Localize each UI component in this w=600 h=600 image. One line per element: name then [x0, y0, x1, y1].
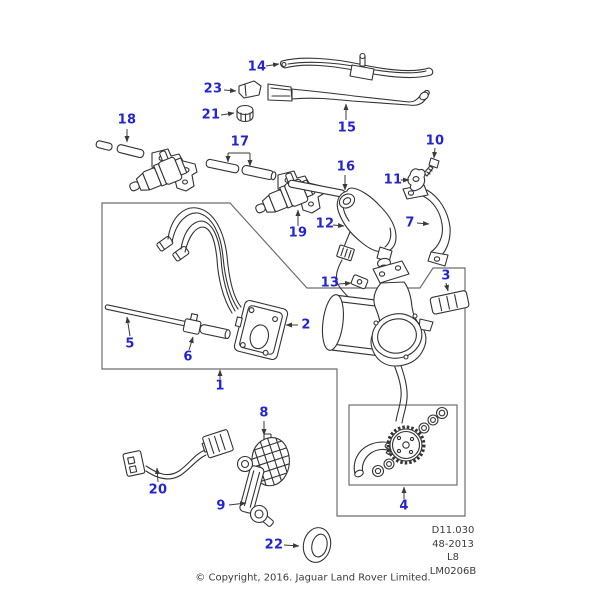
rod-5-drawing — [104, 304, 231, 340]
part-callout-17[interactable]: 17 — [230, 134, 250, 150]
hose-17-drawing — [205, 158, 277, 181]
grommet-22-drawing — [302, 527, 332, 563]
drawing-number: D11.030 — [431, 525, 475, 536]
part-callout-13[interactable]: 13 — [320, 275, 340, 291]
drawing-code-block: D11.030 48-2013 L8 LM0206B — [430, 524, 477, 578]
mount-plate-2-drawing — [233, 299, 289, 361]
part-callout-7[interactable]: 7 — [405, 215, 415, 231]
leader-lines — [124, 62, 449, 549]
part-callout-4[interactable]: 4 — [399, 498, 409, 514]
clip-13-drawing — [350, 274, 369, 290]
harness-20-drawing — [122, 429, 234, 480]
part-callout-15[interactable]: 15 — [337, 120, 357, 136]
wiper-arm-drawing — [267, 83, 430, 106]
part-callout-1[interactable]: 1 — [215, 378, 225, 394]
part-callout-5[interactable]: 5 — [125, 336, 135, 352]
part-callout-10[interactable]: 10 — [425, 133, 445, 149]
part-callout-3[interactable]: 3 — [441, 268, 451, 284]
part-3-drawing — [429, 290, 470, 315]
drawing-revision: 48-2013 — [432, 538, 474, 550]
part-callout-18[interactable]: 18 — [117, 112, 137, 128]
part-callout-23[interactable]: 23 — [203, 81, 223, 97]
part-callout-8[interactable]: 8 — [259, 405, 269, 421]
part-callout-19[interactable]: 19 — [288, 225, 308, 241]
part-callout-20[interactable]: 20 — [148, 482, 168, 498]
part-callout-11[interactable]: 11 — [383, 172, 403, 188]
arm-cap-drawing — [238, 80, 262, 99]
part-callout-21[interactable]: 21 — [201, 107, 221, 123]
cable-rack-drawing — [156, 207, 242, 314]
part-callout-16[interactable]: 16 — [336, 159, 356, 175]
copyright-text: © Copyright, 2016. Jaguar Land Rover Lim… — [195, 572, 431, 584]
part-callout-6[interactable]: 6 — [183, 349, 193, 365]
gear-kit-4-drawing — [353, 406, 449, 478]
part-callout-2[interactable]: 2 — [301, 317, 311, 333]
part-callout-12[interactable]: 12 — [315, 216, 335, 232]
spindle-nut-drawing — [236, 104, 254, 123]
strap-7-drawing — [402, 184, 451, 267]
hose-18-drawing — [95, 140, 145, 159]
fitting-6-drawing — [182, 313, 202, 335]
drawing-sheet: L8 — [447, 552, 459, 563]
wiper-blade-drawing — [280, 52, 434, 81]
part-callout-14[interactable]: 14 — [247, 59, 267, 75]
part-callout-22[interactable]: 22 — [264, 537, 284, 553]
clip-11-drawing — [407, 168, 426, 192]
screw-10-drawing — [423, 157, 440, 177]
callout-boxes — [101, 202, 466, 517]
drawing-id: LM0206B — [429, 565, 477, 577]
wiper-motor-drawing — [321, 187, 434, 424]
part-callout-9[interactable]: 9 — [216, 498, 226, 514]
